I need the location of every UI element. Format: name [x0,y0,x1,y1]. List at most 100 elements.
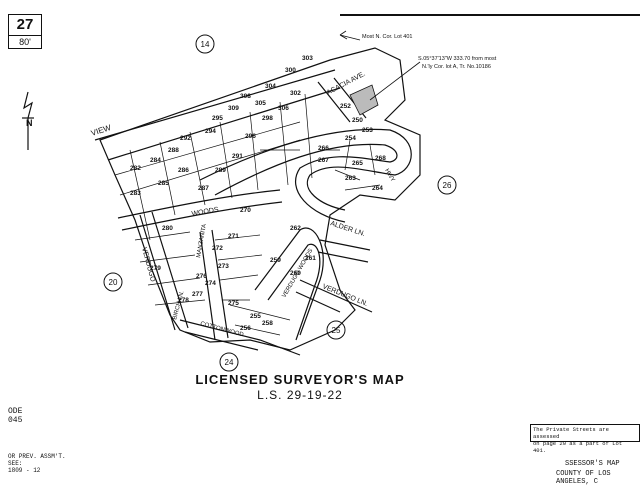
parcel-number: 255 [250,313,261,320]
road-alder [317,239,371,263]
parcel-number: 302 [290,90,301,97]
parcel-number: 258 [262,320,273,327]
road-verdugo-ln [295,279,373,313]
prev-assmt-line1: OR PREV. ASSM'T. SEE: [8,453,66,467]
parcel-number: 309 [228,105,239,112]
road-view [94,69,341,161]
parcel-number: 284 [150,157,161,164]
parcel-number: 267 [318,157,329,164]
adjacent-page-circle-26 [437,175,457,195]
parcel-number: 300 [285,67,296,74]
parcel-number: 252 [340,103,351,110]
parcel-number: 272 [212,245,223,252]
parcel-number: 283 [130,190,141,197]
parcel-number: 292 [180,135,191,142]
parcel-number: 295 [212,115,223,122]
parcel-number: 285 [158,180,169,187]
parcel-number: 304 [265,83,276,90]
map-code-line1: ODE [8,407,23,416]
north-label: N [26,118,33,128]
parcel-number: 280 [162,225,173,232]
road-hwy-loop [199,128,412,223]
adjacent-page-14: 14 [201,40,210,49]
north-arrow-icon [22,91,34,150]
parcel-number: 268 [375,155,386,162]
map-code: ODE 045 [8,407,22,425]
parcel-number: 306 [278,105,289,112]
adjacent-page-24: 24 [225,358,234,367]
parcel-number: 263 [345,175,356,182]
parcel-number: 260 [290,270,301,277]
tract-boundary [99,47,421,351]
parcel-number: 278 [178,297,189,304]
parcel-number: 265 [352,160,363,167]
road-cottonwood [179,319,301,356]
adjacent-page-26: 26 [443,181,452,190]
parcel-number: 308 [240,93,251,100]
parcel-number: 294 [205,128,216,135]
adjacent-page-25: 25 [332,326,341,335]
road-verdugo [139,211,189,331]
parcel-lines [114,93,381,336]
parcel-number: 253 [362,127,373,134]
corner-note-line2: N.'ly Cor. lot A, Tr. No.10186 [422,64,491,70]
assessor-map-label: SSESSOR'S MAP [565,460,620,468]
map-code-line2: 045 [8,416,23,425]
parcel-number: 282 [130,165,141,172]
prev-assmt-line2: 1809 - 12 [8,467,41,474]
parcel-number: 273 [218,263,229,270]
parcel-number: 291 [232,153,243,160]
road-verdugo-woods [254,227,324,341]
parcel-number: 261 [305,255,316,262]
parcel-number: 254 [345,135,356,142]
adjacent-page-circle-14 [195,34,215,54]
parcel-number: 266 [318,145,329,152]
street-verdugo-ln: VERDUGO LN. [321,283,368,308]
parcel-number-group: 266 267 268 265 264 263 262 261 260 259 … [130,55,386,332]
top-border-line [340,14,640,16]
highlighted-lot [349,84,379,116]
county-label: COUNTY OF LOS ANGELES, C [556,470,611,486]
parcel-number: 264 [372,185,383,192]
parcel-number: 275 [228,300,239,307]
parcel-number: 250 [352,117,363,124]
adjacent-page-circle-20 [103,272,123,292]
corner-note-line1: S.05°37'13"W 333.70 from most [418,56,497,62]
map-subtitle: L.S. 29-19-22 [257,388,343,402]
prev-assmt-note: OR PREV. ASSM'T. SEE: 1809 - 12 [8,453,78,474]
parcel-number: 303 [302,55,313,62]
parcel-number: 287 [198,185,209,192]
road-woods [117,189,283,231]
parcel-number: 289 [215,167,226,174]
street-woods: WOODS [191,206,219,218]
most-n-cor-label: Most N. Cor. Lot 401 [362,34,412,40]
street-hwy: HWY [383,168,395,183]
parcel-number: 296 [245,133,256,140]
parcel-number: 305 [255,100,266,107]
private-streets-line1: The Private Streets are assessed [533,426,609,440]
parcel-number: 286 [178,167,189,174]
street-alder: ALDER LN. [329,220,366,238]
parcel-number: 279 [150,265,161,272]
corner-leader [369,61,421,101]
parcel-number: 262 [290,225,301,232]
parcel-number: 274 [205,280,216,287]
adjacent-page-circle-24 [219,352,239,372]
parcel-number: 259 [270,257,281,264]
parcel-number: 271 [228,233,239,240]
map-scale: 80' [8,36,42,49]
page-number: 27 [8,14,42,36]
private-streets-note: The Private Streets are assessed on page… [530,424,640,454]
page-number-box: 27 80' [8,14,42,49]
parcel-number: 277 [192,291,203,298]
road-manzanita [199,229,229,341]
adjacent-page-20: 20 [109,278,118,287]
parcel-number: 298 [262,115,273,122]
parcel-number: 276 [196,273,207,280]
parcel-number: 288 [168,147,179,154]
private-streets-line2: on page 20 as a part of Lot 401. [533,440,623,454]
parcel-number: 270 [240,207,251,214]
most-n-cor-arrow [339,30,361,41]
street-manzanita: MANZANITA [196,224,208,259]
